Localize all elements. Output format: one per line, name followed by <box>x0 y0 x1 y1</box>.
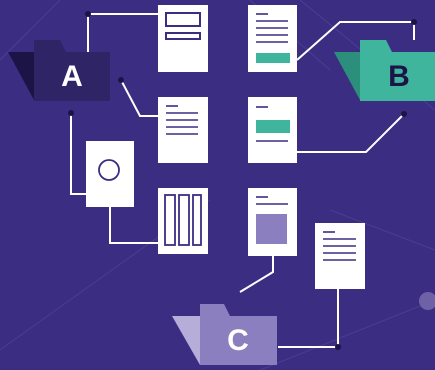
form-box-icon <box>165 12 201 27</box>
connector-a-text <box>120 79 158 117</box>
connector-b-doc <box>297 113 405 153</box>
column-icon <box>164 194 176 246</box>
column-icon <box>178 194 190 246</box>
node-dot <box>85 11 91 17</box>
node-dot <box>411 19 417 25</box>
folder-a[interactable]: A <box>8 40 110 101</box>
node-dot <box>68 110 74 116</box>
connector-doc-b <box>296 21 415 61</box>
document-text-teal-bar[interactable] <box>248 5 297 72</box>
document-text-plain[interactable] <box>158 97 208 163</box>
document-page <box>158 97 208 163</box>
image-block <box>256 214 287 244</box>
form-field-icon <box>165 32 201 40</box>
document-columns[interactable] <box>158 188 208 254</box>
document-text-bottom[interactable] <box>315 223 365 289</box>
folder-a-back <box>8 52 34 100</box>
node-dot <box>335 344 341 350</box>
folder-b[interactable]: B <box>334 40 435 101</box>
folder-a-icon <box>34 40 110 101</box>
teal-bar <box>256 53 290 63</box>
folder-c-back <box>172 316 200 365</box>
folder-b-icon <box>360 40 435 101</box>
folder-b-back <box>334 52 360 100</box>
bg-line <box>259 299 435 370</box>
node-dot <box>118 77 124 83</box>
folder-c[interactable]: C <box>172 304 277 365</box>
teal-block <box>256 120 290 133</box>
background-node <box>419 292 435 310</box>
folder-c-label: C <box>227 324 249 357</box>
node-dot <box>401 111 407 117</box>
connector-circle-columns <box>109 207 158 244</box>
column-icon <box>192 194 202 246</box>
circle-icon <box>98 159 120 181</box>
folder-b-label: B <box>388 60 410 93</box>
document-image[interactable] <box>248 188 297 256</box>
document-page <box>158 188 208 254</box>
document-circle[interactable] <box>86 141 134 207</box>
document-page <box>86 141 134 207</box>
document-page <box>315 223 365 289</box>
folder-a-label: A <box>61 60 83 93</box>
document-form[interactable] <box>158 5 208 72</box>
document-teal-block[interactable] <box>248 97 297 163</box>
folder-c-icon <box>200 304 277 365</box>
connector-a-circle <box>70 113 86 195</box>
connector-a-form <box>87 13 158 52</box>
bg-line <box>0 0 61 61</box>
connector-dots <box>68 11 417 350</box>
bg-line <box>329 209 435 251</box>
connector-image-c <box>239 256 274 293</box>
connector-c-doc <box>278 288 339 348</box>
